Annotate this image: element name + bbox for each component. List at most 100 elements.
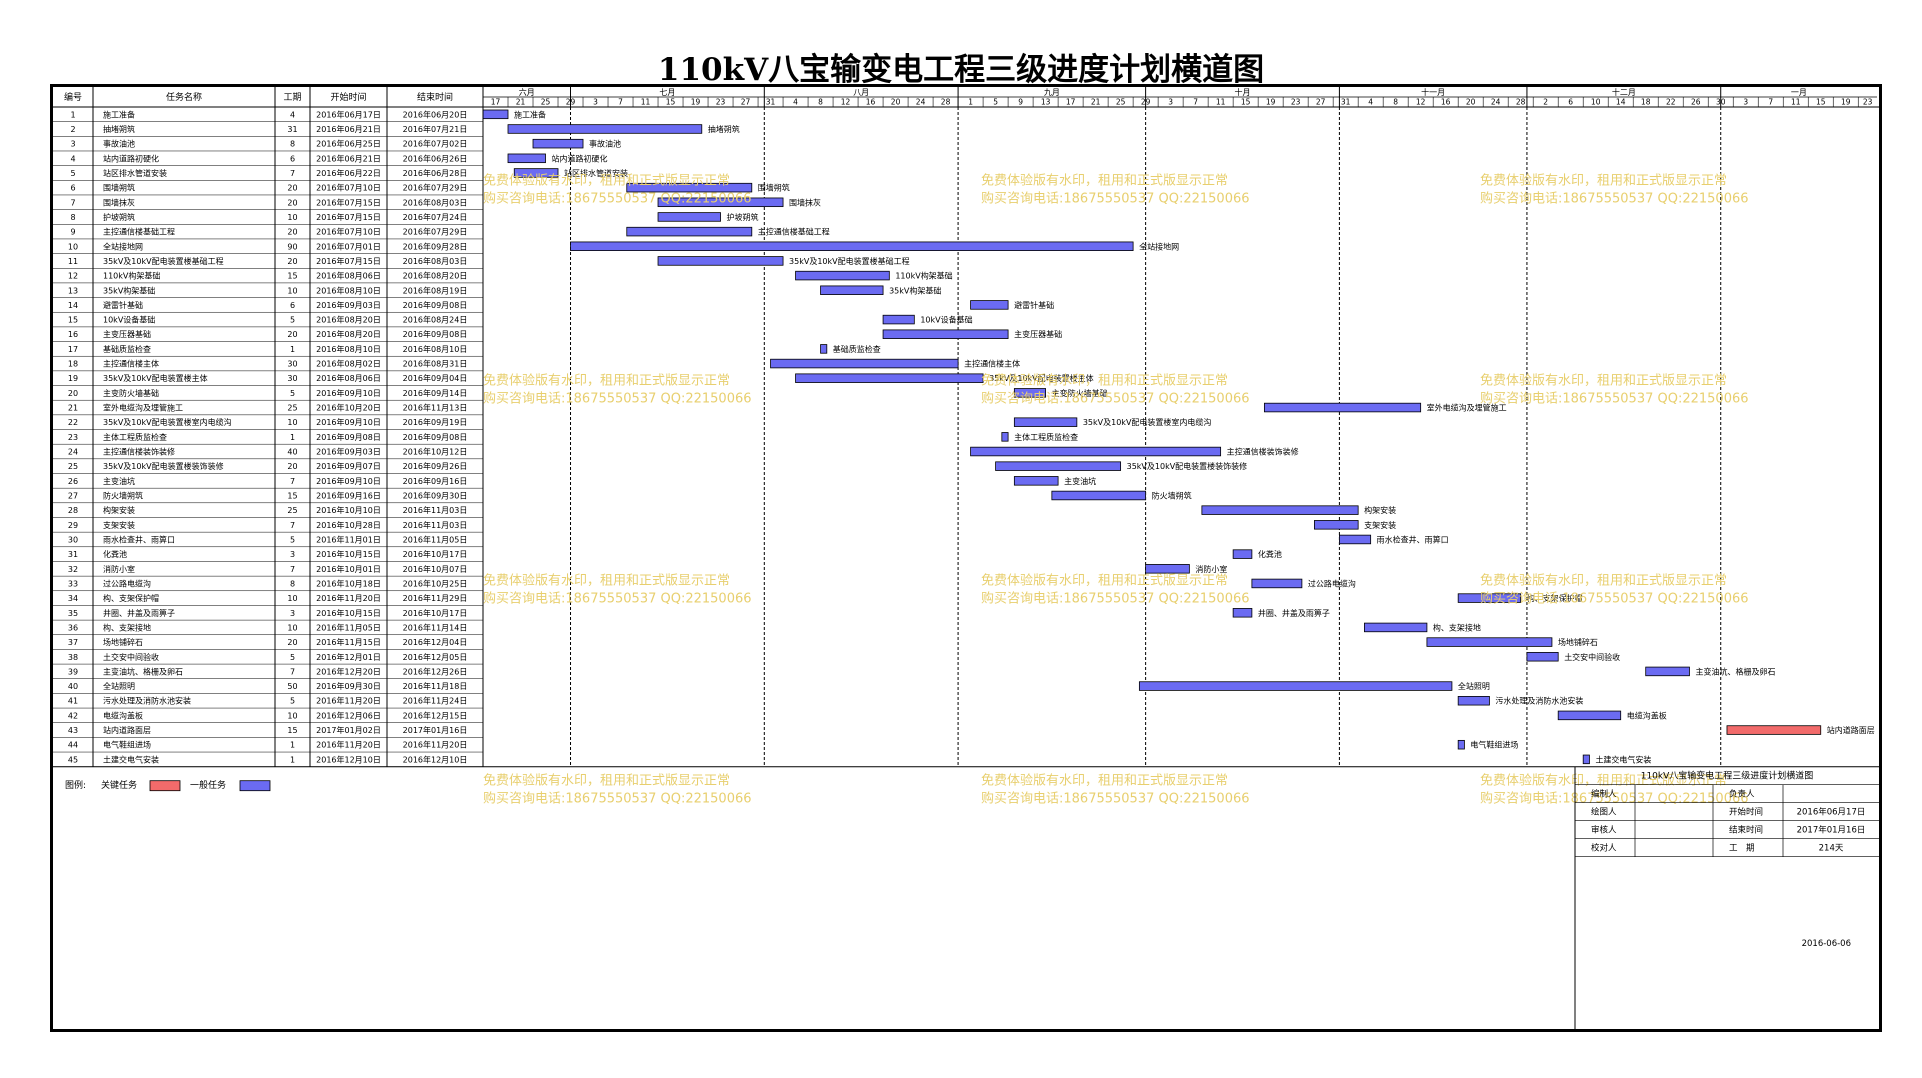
task-id: 21 bbox=[68, 404, 78, 413]
day-tick-label: 9 bbox=[1018, 98, 1023, 107]
day-tick-label: 7 bbox=[1193, 98, 1198, 107]
task-bar-label: 电气鞋组进场 bbox=[1470, 740, 1518, 750]
task-start: 2016年10月28日 bbox=[316, 520, 381, 530]
task-id: 39 bbox=[68, 667, 78, 676]
task-end: 2016年09月16日 bbox=[403, 476, 468, 486]
task-end: 2016年08月31日 bbox=[403, 359, 468, 369]
task-start: 2016年06月17日 bbox=[316, 109, 381, 119]
info-label: 开始时间 bbox=[1729, 807, 1763, 818]
task-bar-label: 支架安装 bbox=[1364, 520, 1396, 530]
task-duration: 25 bbox=[287, 506, 297, 515]
task-name: 主控通信楼基础工程 bbox=[103, 227, 175, 237]
task-end: 2016年12月05日 bbox=[403, 652, 468, 662]
info-label: 结束时间 bbox=[1729, 825, 1763, 836]
task-start: 2016年07月15日 bbox=[316, 256, 381, 266]
info-title: 110kV八宝输变电工程三级进度计划横道图 bbox=[1641, 770, 1814, 782]
task-duration: 50 bbox=[287, 682, 297, 691]
task-duration: 30 bbox=[287, 360, 297, 369]
day-tick-label: 28 bbox=[1516, 98, 1526, 107]
task-bar-label: 35kV构架基础 bbox=[889, 285, 941, 295]
task-bar bbox=[1251, 578, 1303, 589]
task-bar bbox=[657, 197, 784, 208]
task-name: 站内道路初硬化 bbox=[103, 153, 159, 163]
watermark-text: 购买咨询电话:18675550537 QQ:22150066 bbox=[483, 191, 752, 207]
task-duration: 5 bbox=[290, 697, 295, 706]
day-tick-label: 19 bbox=[1841, 98, 1851, 107]
day-tick-label: 19 bbox=[691, 98, 701, 107]
day-tick-label: 27 bbox=[1316, 98, 1326, 107]
task-bar bbox=[507, 124, 703, 134]
task-bar bbox=[882, 314, 915, 325]
task-name: 构架安装 bbox=[103, 505, 135, 515]
task-duration: 4 bbox=[290, 110, 295, 119]
month-label: 八月 bbox=[853, 88, 869, 97]
info-value: 2017年01月16日 bbox=[1797, 825, 1866, 836]
task-end: 2016年11月05日 bbox=[403, 534, 468, 544]
task-bar-label: 站区排水管道安装 bbox=[564, 168, 628, 178]
task-id: 29 bbox=[68, 521, 78, 530]
watermark-text: 购买咨询电话:18675550537 QQ:22150066 bbox=[483, 391, 752, 407]
legend-critical-label: 关键任务 bbox=[101, 779, 137, 791]
task-bar bbox=[1313, 520, 1359, 530]
task-id: 2 bbox=[70, 125, 75, 134]
task-start: 2016年09月10日 bbox=[316, 417, 381, 427]
task-bar bbox=[970, 300, 1009, 310]
task-duration: 31 bbox=[287, 125, 297, 134]
watermark-text: 购买咨询电话:18675550537 QQ:22150066 bbox=[981, 191, 1250, 207]
task-bar bbox=[657, 256, 784, 266]
task-duration: 15 bbox=[287, 491, 297, 500]
task-duration: 15 bbox=[287, 272, 297, 281]
task-end: 2016年12月15日 bbox=[403, 710, 468, 720]
task-name: 基础质监检查 bbox=[103, 344, 151, 354]
day-tick-label: 3 bbox=[1168, 98, 1173, 107]
task-bar bbox=[1138, 681, 1453, 691]
task-duration: 6 bbox=[290, 301, 295, 310]
day-tick-label: 22 bbox=[1666, 98, 1676, 107]
task-bar bbox=[513, 168, 559, 178]
task-start: 2016年06月21日 bbox=[316, 124, 381, 134]
task-id: 17 bbox=[68, 345, 78, 354]
task-name: 支架安装 bbox=[103, 520, 135, 530]
task-bar bbox=[1051, 490, 1147, 501]
task-name: 消防小室 bbox=[103, 564, 135, 574]
info-label: 校对人 bbox=[1591, 843, 1617, 854]
task-id: 44 bbox=[68, 741, 78, 750]
task-bar-label: 围墙朔筑 bbox=[758, 183, 790, 193]
task-bar bbox=[1457, 696, 1490, 706]
watermark-text: 免费体验版有水印，租用和正式版显示正常 bbox=[1480, 573, 1727, 589]
watermark-text: 购买咨询电话:18675550537 QQ:22150066 bbox=[1480, 591, 1749, 607]
chart-title: 110kV八宝输变电工程三级进度计划横道图 bbox=[657, 52, 1265, 88]
task-start: 2016年08月02日 bbox=[316, 359, 381, 369]
task-id: 38 bbox=[68, 653, 78, 662]
task-duration: 20 bbox=[287, 330, 297, 339]
info-label: 负责人 bbox=[1729, 789, 1755, 800]
task-duration: 1 bbox=[290, 345, 295, 354]
task-id: 34 bbox=[68, 594, 78, 603]
task-bar-label: 10kV设备基础 bbox=[920, 315, 972, 325]
watermark-text: 购买咨询电话:18675550537 QQ:22150066 bbox=[981, 391, 1250, 407]
task-id: 23 bbox=[68, 433, 78, 442]
task-duration: 7 bbox=[290, 169, 295, 178]
task-start: 2016年08月20日 bbox=[316, 315, 381, 325]
day-tick-label: 13 bbox=[1041, 98, 1051, 107]
task-bar-label: 消防小室 bbox=[1195, 564, 1227, 574]
task-name: 护坡朔筑 bbox=[103, 212, 135, 222]
task-id: 35 bbox=[68, 609, 78, 618]
day-tick-label: 7 bbox=[1768, 98, 1773, 107]
task-bar-label: 35kV及10kV配电装置楼基础工程 bbox=[789, 256, 910, 266]
task-duration: 6 bbox=[290, 154, 295, 163]
day-tick-label: 10 bbox=[1591, 98, 1601, 107]
task-id: 27 bbox=[68, 491, 78, 500]
task-duration: 3 bbox=[290, 609, 295, 618]
task-end: 2016年09月08日 bbox=[403, 300, 468, 310]
task-end: 2016年11月03日 bbox=[403, 505, 468, 515]
task-start: 2016年12月01日 bbox=[316, 652, 381, 662]
task-start: 2016年10月20日 bbox=[316, 403, 381, 413]
task-duration: 3 bbox=[290, 550, 295, 559]
task-id: 28 bbox=[68, 506, 78, 515]
task-bar bbox=[795, 373, 984, 383]
month-label: 一月 bbox=[1791, 88, 1807, 97]
task-start: 2016年10月01日 bbox=[316, 564, 381, 574]
watermark-text: 免费体验版有水印，租用和正式版显示正常 bbox=[483, 373, 730, 389]
